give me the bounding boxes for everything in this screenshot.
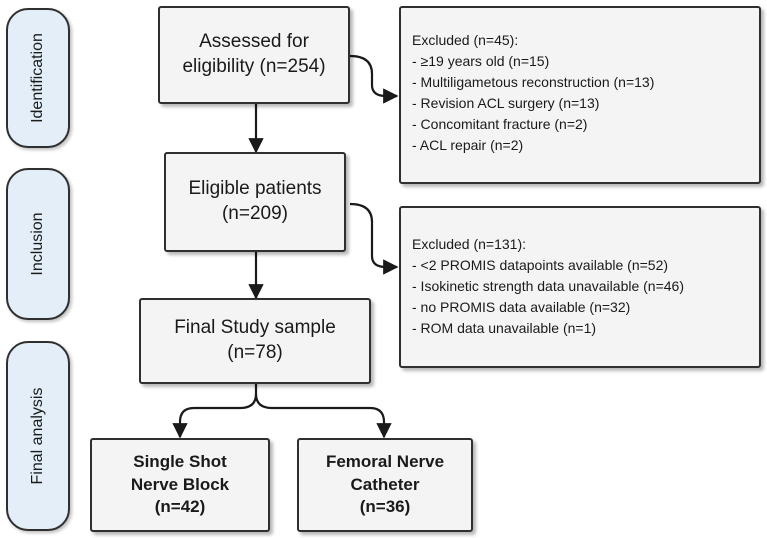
assessed-box: Assessed for eligibility (n=254) — [158, 6, 350, 104]
group-line-2: Nerve Block — [130, 474, 230, 494]
final-sample-box: Final Study sample (n=78) — [139, 298, 371, 384]
exclusion-title: Excluded (n=131): — [412, 236, 527, 252]
arrow-final-to-single-shot — [172, 384, 258, 439]
final-sample-line-2: (n=78) — [227, 342, 283, 363]
exclusion-item: - no PROMIS data available (n=32) — [412, 299, 631, 315]
exclusion-item: - <2 PROMIS datapoints available (n=52) — [412, 257, 669, 273]
stage-final-analysis: Final analysis — [6, 341, 70, 531]
assessed-line-1: Assessed for — [199, 31, 309, 53]
stage-identification: Identification — [6, 8, 70, 148]
arrow-assessed-to-exclusion-1 — [349, 54, 399, 104]
exclusion-item: - Multiligametous reconstruction (n=13) — [412, 74, 655, 90]
group-line-1: Single Shot — [133, 451, 227, 471]
group-line-3: (n=42) — [154, 497, 206, 517]
stage-inclusion-label: Inclusion — [29, 212, 46, 276]
stage-final-analysis-label: Final analysis — [29, 387, 46, 485]
stage-identification-label: Identification — [29, 33, 46, 123]
exclusion-item: - ACL repair (n=2) — [412, 137, 524, 153]
eligible-line-1: Eligible patients — [188, 178, 322, 200]
arrow-final-to-femoral — [254, 393, 392, 439]
exclusion-item: - Concomitant fracture (n=2) — [412, 116, 588, 132]
group-box-single-shot: Single Shot Nerve Block (n=42) — [90, 438, 270, 532]
exclusion-box-inclusion: Excluded (n=131): - <2 PROMIS datapoints… — [399, 206, 761, 368]
group-line-1: Femoral Nerve — [325, 451, 445, 471]
exclusion-item: - ROM data unavailable (n=1) — [412, 320, 597, 336]
exclusion-list: - ≥19 years old (n=15) - Multiligametous… — [412, 51, 759, 156]
eligible-line-2: (n=209) — [221, 203, 289, 224]
group-line-2: Catheter — [350, 474, 420, 494]
arrow-eligible-to-exclusion-2 — [349, 202, 399, 275]
exclusion-item: - Isokinetic strength data unavailable (… — [412, 278, 684, 294]
exclusion-item: - ≥19 years old (n=15) — [412, 53, 550, 69]
exclusion-title: Excluded (n=45): — [412, 32, 519, 48]
exclusion-item: - Revision ACL surgery (n=13) — [412, 95, 600, 111]
group-line-3: (n=36) — [359, 497, 411, 517]
group-box-femoral: Femoral Nerve Catheter (n=36) — [297, 438, 473, 532]
stage-inclusion: Inclusion — [6, 168, 70, 320]
eligible-box: Eligible patients (n=209) — [164, 152, 346, 252]
exclusion-list: - <2 PROMIS datapoints available (n=52) … — [412, 255, 759, 339]
assessed-line-2: eligibility (n=254) — [182, 56, 326, 77]
final-sample-line-1: Final Study sample — [174, 317, 336, 339]
exclusion-box-identification: Excluded (n=45): - ≥19 years old (n=15) … — [399, 6, 761, 184]
